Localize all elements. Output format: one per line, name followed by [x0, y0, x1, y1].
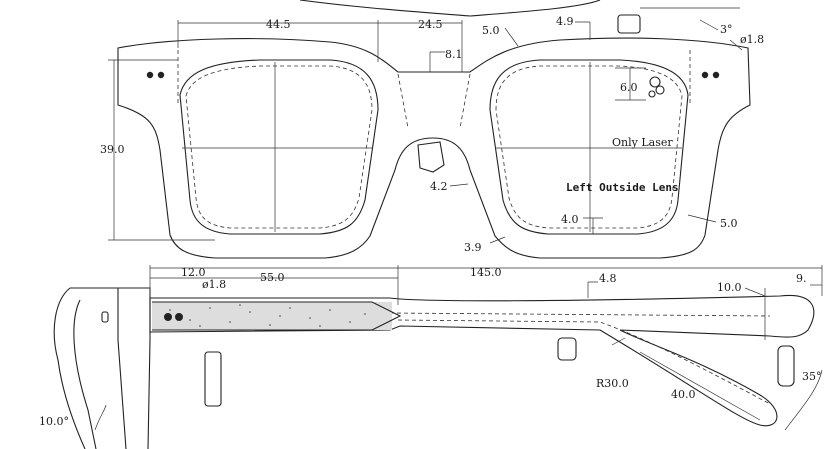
stipple [169, 304, 366, 327]
dim-bridge-height: 8.1 [445, 48, 463, 61]
dim-tip-width: 9. [796, 272, 807, 285]
dim-tip-angle: 35° [802, 370, 822, 383]
logo-box [617, 14, 641, 34]
dim-frame-top: 5.0 [482, 24, 500, 37]
pin [175, 313, 183, 321]
lens-note: Left Outside Lens [566, 181, 679, 194]
right-lens-opening [489, 59, 689, 235]
rivet [712, 71, 720, 79]
front-view [108, 0, 751, 259]
dim-rim-side: 5.0 [720, 217, 738, 230]
dim-rim-bottom: 4.0 [561, 213, 579, 226]
dim-tip-offset: 10.0 [717, 281, 742, 294]
core-insert [152, 302, 392, 330]
dim-temple-length: 145.0 [470, 266, 502, 279]
dim-temple-pin-diameter: ø1.8 [202, 278, 226, 291]
rivet [701, 71, 709, 79]
temple-slot [204, 351, 222, 407]
dim-temple-height: 4.8 [599, 272, 617, 285]
dim-core-length: 55.0 [260, 271, 285, 284]
dim-bridge-width: 24.5 [418, 18, 443, 31]
nose-pad-left [417, 141, 445, 173]
rivet [146, 71, 154, 79]
laser-note: Only Laser [612, 136, 673, 149]
pin [164, 313, 172, 321]
rivet [157, 71, 165, 79]
dim-hinge-offset: 12.0 [181, 266, 206, 279]
dim-pin-diameter: ø1.8 [740, 33, 764, 46]
dim-top-offset: 4.9 [556, 15, 574, 28]
dim-rim-corner: 3.9 [464, 241, 482, 254]
left-lens-opening [179, 59, 379, 235]
logo-mark [648, 76, 665, 98]
dim-nose-pad: 4.2 [430, 180, 448, 193]
upper-part-edge [299, 0, 601, 17]
tip-pad [777, 345, 795, 387]
dim-bend-radius: R30.0 [596, 377, 629, 390]
tip-slot [557, 337, 577, 361]
dim-lens-width: 44.5 [266, 18, 291, 31]
dim-hinge-angle: 10.0° [39, 415, 69, 428]
dim-angle: 3° [720, 23, 733, 36]
temple-body [149, 294, 815, 427]
dim-logo-height: 6.0 [620, 81, 638, 94]
temple-view [53, 265, 823, 449]
dim-lens-height: 39.0 [100, 143, 125, 156]
frame-outline [117, 37, 751, 259]
dim-bend-length: 40.0 [671, 388, 696, 401]
